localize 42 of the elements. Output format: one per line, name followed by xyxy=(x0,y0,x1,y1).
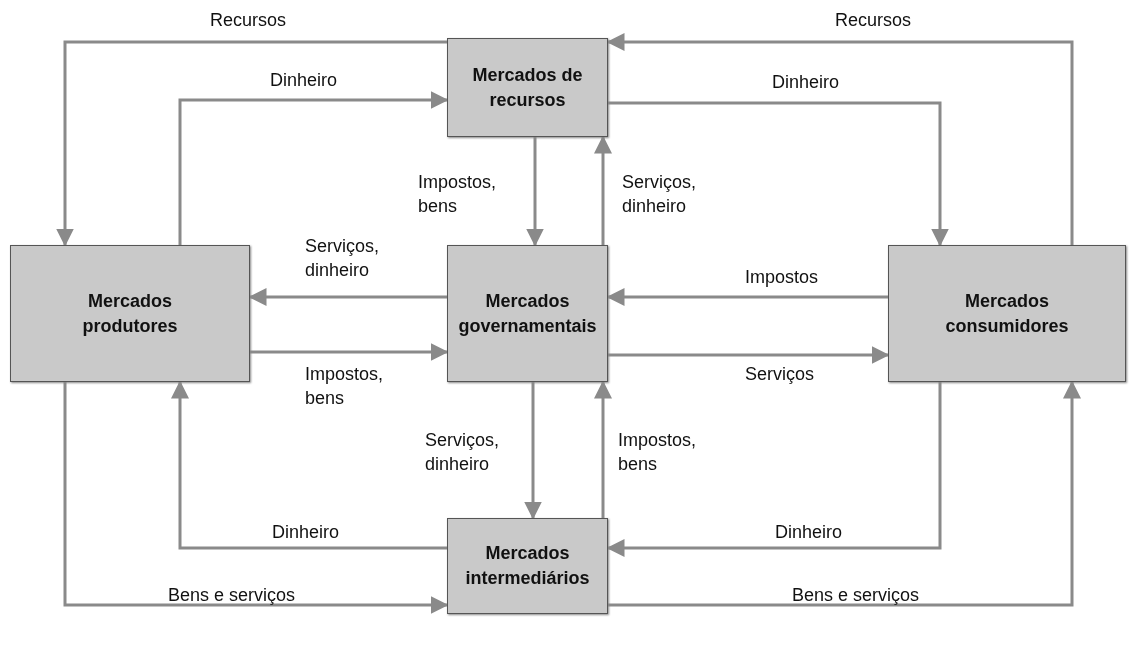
market-box xyxy=(10,245,250,382)
arrow xyxy=(608,101,949,247)
market-name: Mercados de recursos xyxy=(471,63,584,112)
arrow xyxy=(250,343,449,361)
arrow xyxy=(171,380,447,550)
edge-label: Bens e serviços xyxy=(168,584,296,607)
arrow xyxy=(594,380,612,518)
arrow xyxy=(608,346,890,364)
market-name: Mercados produtores xyxy=(81,289,179,338)
market-box xyxy=(447,38,608,137)
arrow xyxy=(606,288,888,306)
market-box xyxy=(447,518,608,614)
edge-label: Impostos, bens xyxy=(618,429,698,476)
market-box xyxy=(447,245,608,382)
arrow xyxy=(63,382,449,614)
edge-label: Recursos xyxy=(210,9,287,32)
edge-label: Dinheiro xyxy=(272,521,340,544)
arrow xyxy=(526,137,544,247)
arrow xyxy=(56,40,447,247)
edge-label: Recursos xyxy=(835,9,912,32)
arrow xyxy=(606,382,942,557)
arrow xyxy=(178,91,449,245)
arrow xyxy=(248,288,447,306)
edge-label: Serviços, dinheiro xyxy=(305,235,381,282)
edge-label: Bens e serviços xyxy=(792,584,920,607)
arrow xyxy=(594,135,612,245)
edge-label: Serviços, dinheiro xyxy=(425,429,501,476)
market-name: Mercados intermediários xyxy=(464,542,591,590)
edge-label: Impostos xyxy=(745,266,819,289)
arrow xyxy=(524,382,542,520)
market-name: Mercados consumidores xyxy=(944,289,1070,338)
edge-label: Impostos, bens xyxy=(305,363,385,410)
market-box xyxy=(888,245,1126,382)
edge-label: Serviços, dinheiro xyxy=(622,171,698,218)
market-name: Mercados governamentais xyxy=(457,289,598,338)
arrow xyxy=(606,33,1074,245)
edge-label: Dinheiro xyxy=(772,71,840,94)
arrow xyxy=(608,380,1081,607)
edge-label: Dinheiro xyxy=(775,521,843,544)
edge-label: Serviços xyxy=(745,363,815,386)
edge-label: Dinheiro xyxy=(270,69,338,92)
edge-label: Impostos, bens xyxy=(418,171,498,218)
